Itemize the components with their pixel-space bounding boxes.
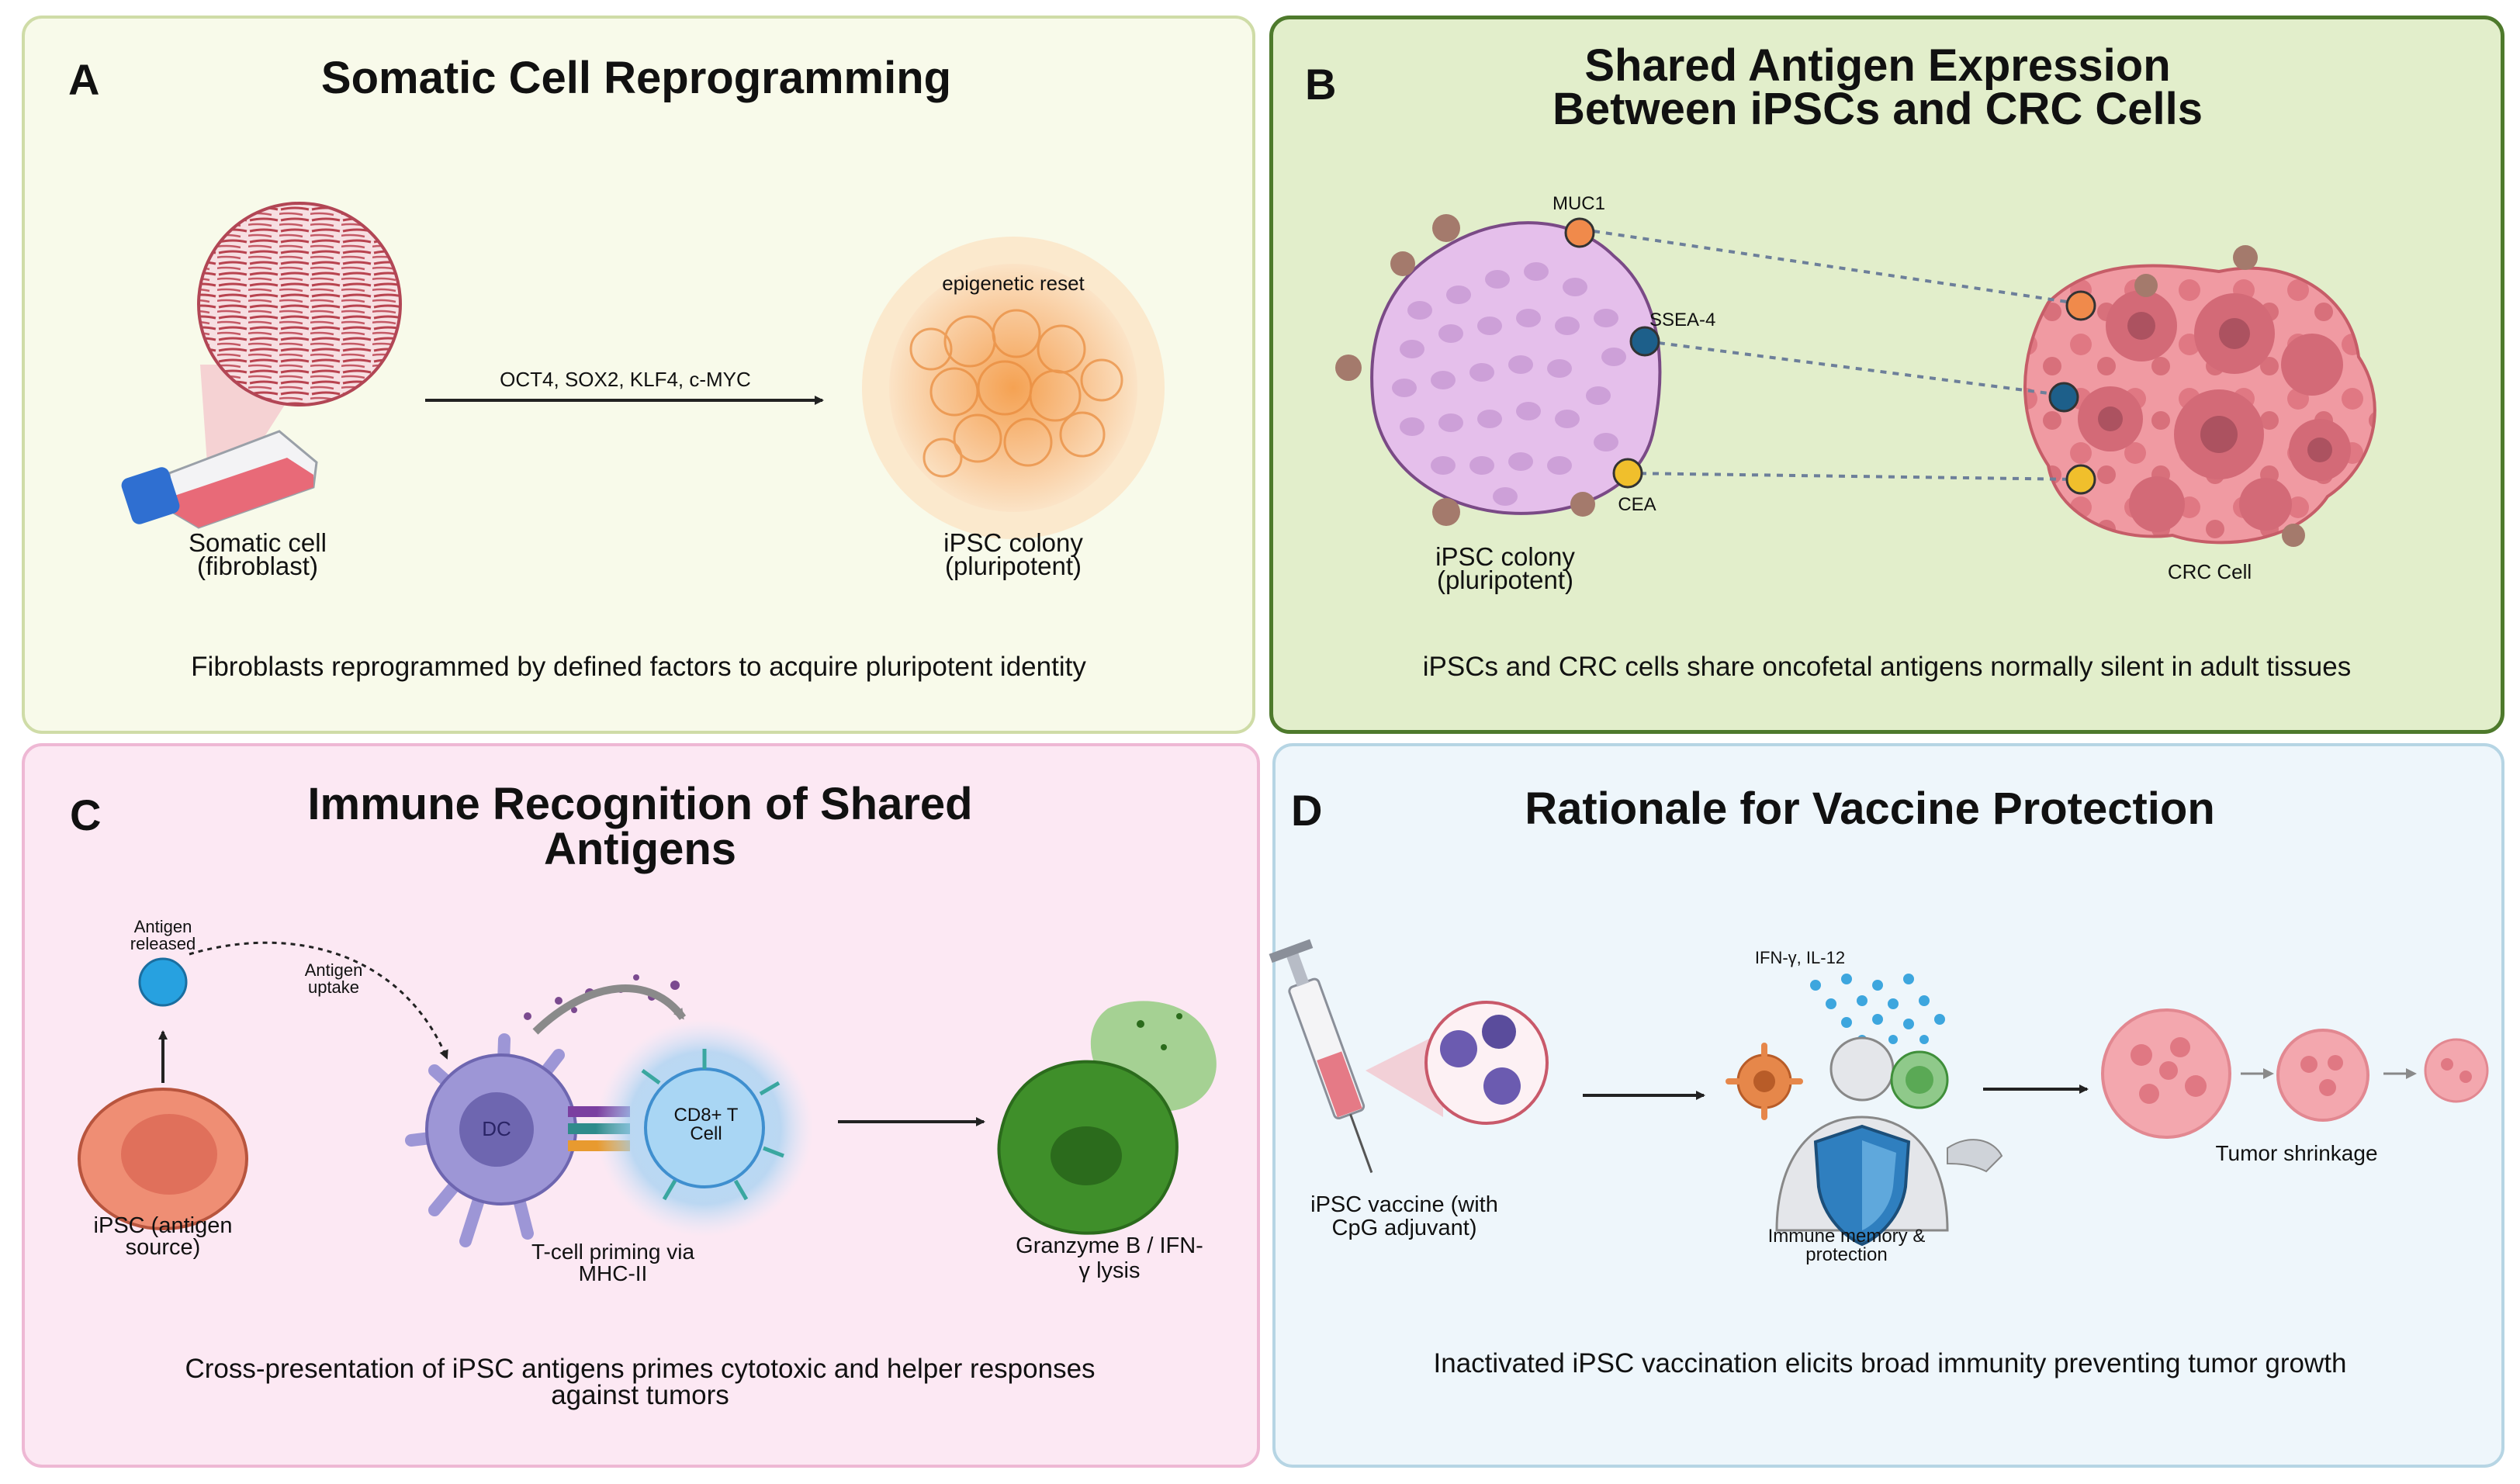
crc-tumor-icon [2023, 245, 2376, 547]
panel-c-caption-line-1: Cross-presentation of iPSC antigens prim… [185, 1354, 1096, 1384]
antigen-released-sublabel: released [130, 934, 196, 953]
lysed-tumor-cell-icon [997, 1001, 1217, 1235]
cea-label: CEA [1618, 494, 1656, 515]
cd8-t-cell-icon [596, 1019, 813, 1237]
syringe-icon [1269, 939, 1373, 1174]
somatic-cell-sublabel: (fibroblast) [197, 552, 318, 580]
priming-arrow [532, 984, 687, 1035]
t-cell-priming-label: T-cell priming via [531, 1240, 695, 1264]
t-cell-priming-sublabel: MHC-II [578, 1261, 648, 1285]
cytokine-label: IFN-γ, IL-12 [1754, 948, 1846, 967]
tumor-shrinkage-label: Tumor shrinkage [2215, 1141, 2378, 1165]
panel-a-caption: Fibroblasts reprogrammed by defined fact… [191, 652, 1086, 682]
antigen-released-label: Antigen [133, 917, 192, 936]
ipsc-colony-b-label: iPSC colony [1435, 542, 1575, 571]
cd8-t-cell-label: CD8+ T [673, 1105, 739, 1126]
panel-b-letter: B [1305, 60, 1337, 109]
inactivated-ipsc-zoom-icon [1424, 1001, 1549, 1125]
antigen-uptake-label: Antigen [304, 960, 363, 980]
tumor-large-icon [2101, 1008, 2231, 1139]
panel-d-caption: Inactivated iPSC vaccination elicits bro… [1433, 1348, 2347, 1378]
ipsc-source-cell-icon [78, 1088, 248, 1230]
cd8-t-cell-sublabel: Cell [690, 1123, 722, 1144]
somatic-cell-label: Somatic cell [189, 528, 327, 557]
ipsc-colony-label: iPSC colony [943, 528, 1083, 557]
reprogramming-factors-label: OCT4, SOX2, KLF4, c-MYC [500, 368, 751, 391]
panel-a-letter: A [68, 55, 100, 104]
dendritic-cell-icon [405, 1033, 577, 1247]
lysis-label: Granzyme B / IFN- [1016, 1233, 1203, 1258]
ssea4-label: SSEA-4 [1649, 310, 1716, 330]
immune-memory-sublabel: protection [1805, 1244, 1888, 1265]
antigen-dots [1564, 217, 2096, 495]
ipsc-colony-purple-icon [1335, 214, 1662, 526]
panel-a-title: Somatic Cell Reprogramming [320, 53, 952, 103]
antigen-uptake-sublabel: uptake [307, 977, 360, 997]
ipsc-colony-sublabel: (pluripotent) [944, 552, 1082, 580]
panel-b-caption: iPSCs and CRC cells share oncofetal anti… [1422, 652, 2352, 682]
panel-c-title-line-1: Immune Recognition of Shared [307, 779, 973, 829]
macrophage-icon [1726, 1043, 1803, 1120]
ipsc-colony-orange-icon [862, 237, 1165, 539]
muc1-label: MUC1 [1552, 193, 1605, 214]
dc-label: DC [482, 1117, 511, 1140]
immune-memory-label: Immune memory & [1767, 1226, 1926, 1247]
fibroblast-zoom-icon [197, 202, 402, 475]
ipsc-vaccine-sublabel: CpG adjuvant) [1331, 1216, 1477, 1240]
lysis-sublabel: γ lysis [1078, 1258, 1141, 1283]
ipsc-vaccine-label: iPSC vaccine (with [1310, 1192, 1498, 1217]
panel-b-title-line-2: Between iPSCs and CRC Cells [1552, 84, 2203, 134]
panel-c-title-line-2: Antigens [543, 824, 737, 874]
protected-person-icon [1775, 1036, 2003, 1247]
panel-c-letter: C [70, 790, 102, 839]
tumor-small-icon [2424, 1038, 2489, 1103]
antigen-uptake-arrow [189, 941, 448, 1060]
panel-d-title: Rationale for Vaccine Protection [1525, 784, 2215, 834]
panel-d-letter: D [1291, 786, 1323, 835]
lymphocyte-icon [1890, 1050, 1949, 1109]
panel-c-caption-line-2: against tumors [551, 1380, 729, 1410]
vaccine-zoom-wedge [1366, 1032, 1443, 1117]
crc-cell-label: CRC Cell [2167, 560, 2252, 583]
ipsc-colony-b-sublabel: (pluripotent) [1436, 566, 1574, 594]
tumor-medium-icon [2276, 1029, 2369, 1122]
epigenetic-reset-label: epigenetic reset [942, 272, 1085, 295]
cytokine-dots [1810, 974, 1945, 1044]
culture-flask-icon [121, 430, 318, 529]
panel-b-title-line-1: Shared Antigen Expression [1584, 40, 2171, 91]
antigen-ball-icon [138, 957, 188, 1007]
ipsc-source-label: iPSC (antigen [93, 1213, 233, 1238]
ipsc-source-sublabel: source) [125, 1235, 201, 1260]
antigen-links [1593, 230, 2083, 481]
